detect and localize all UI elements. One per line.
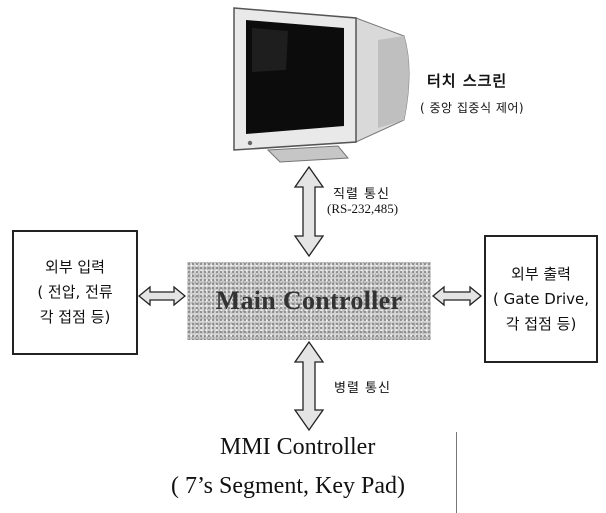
parallel-comm-label: 병렬 통신 xyxy=(334,381,391,396)
serial-comm-label: 직렬 통신 xyxy=(333,187,390,202)
crt-monitor-icon xyxy=(233,7,410,163)
external-output-line3: 각 접점 등) xyxy=(505,314,577,333)
mmi-controller-subtitle: ( 7’s Segment, Key Pad) xyxy=(171,473,405,499)
input-double-arrow xyxy=(137,285,187,307)
external-output-box: 외부 출력 ( Gate Drive, 각 접점 등) xyxy=(484,235,598,363)
mmi-controller-title: MMI Controller xyxy=(220,434,376,460)
divider-line xyxy=(456,432,457,513)
external-output-line1: 외부 출력 xyxy=(511,264,571,283)
external-input-line2: ( 전압, 전류 xyxy=(37,283,113,301)
output-double-arrow xyxy=(431,285,483,307)
external-input-line3: 각 접점 등) xyxy=(39,308,111,326)
touch-screen-title: 터치 스크린 xyxy=(427,72,508,90)
serial-protocol-label: (RS-232,485) xyxy=(327,201,399,216)
serial-double-arrow xyxy=(293,165,325,258)
external-input-box: 외부 입력 ( 전압, 전류 각 접점 등) xyxy=(12,230,138,355)
touch-screen-subtitle: ( 중앙 집중식 제어) xyxy=(420,101,525,115)
external-input-line1: 외부 입력 xyxy=(45,258,105,276)
parallel-double-arrow xyxy=(293,340,325,432)
main-controller-label: Main Controller xyxy=(215,286,403,315)
external-output-line2: ( Gate Drive, xyxy=(492,289,590,308)
main-controller-box: Main Controller xyxy=(187,262,431,340)
